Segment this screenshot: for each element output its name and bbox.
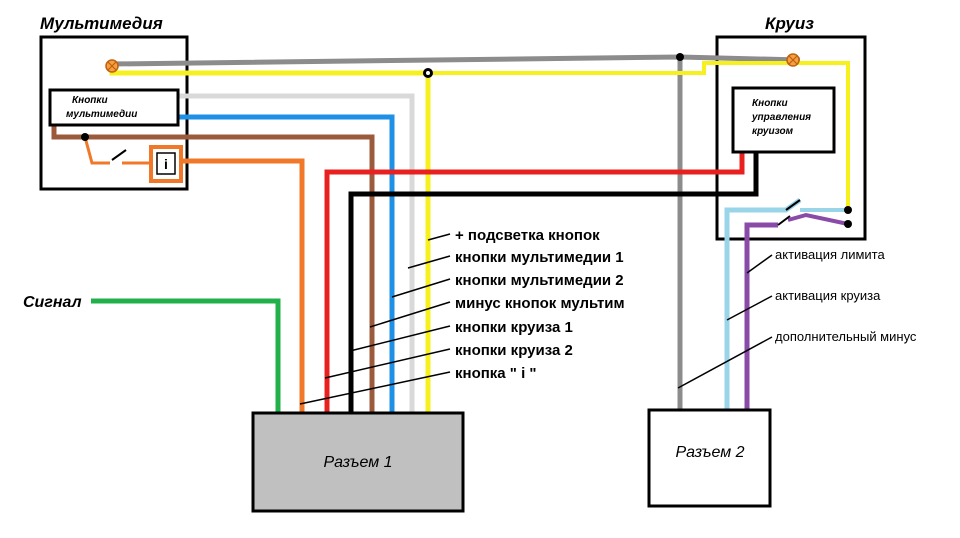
connector-2 xyxy=(647,408,772,508)
cruise-wire-label: дополнительный минус xyxy=(775,329,917,344)
multimedia-title: Мультимедия xyxy=(40,14,163,33)
cruise-switch-1 xyxy=(785,199,801,211)
wire-label: кнопки мультимедии 2 xyxy=(455,272,624,289)
leader-line xyxy=(299,371,451,405)
green-wire xyxy=(91,298,281,413)
signal-label: Сигнал xyxy=(23,294,82,311)
brown-wire xyxy=(51,124,375,413)
cruise-lamp-icon xyxy=(786,53,800,67)
yellow-wire-cruise xyxy=(428,61,850,208)
orange-wire xyxy=(178,158,305,413)
connector-1 xyxy=(251,411,465,513)
leader-line xyxy=(391,278,451,298)
wire-label: кнопки мультимедии 1 xyxy=(455,249,624,266)
wire-label: минус кнопок мультим xyxy=(455,295,625,312)
multimedia-buttons-box xyxy=(48,88,180,127)
leader-line xyxy=(407,255,451,269)
cruise-junction-1 xyxy=(844,206,852,214)
wire-label: кнопки круиза 2 xyxy=(455,342,573,359)
leader-line xyxy=(677,336,773,389)
info-button-label: i xyxy=(164,156,168,172)
leader-line xyxy=(726,295,773,321)
wire-label: + подсветка кнопок xyxy=(455,227,600,244)
leader-line xyxy=(324,348,451,379)
mm-junction-dot xyxy=(81,133,89,141)
cruise-buttons-label-3: круизом xyxy=(752,126,794,137)
leader-line xyxy=(349,325,451,352)
wire-label: кнопка " i " xyxy=(455,365,537,382)
leader-line xyxy=(369,301,451,328)
leader-line xyxy=(427,233,451,241)
purple-wire-end xyxy=(787,212,849,226)
mm-buttons-label-2: мультимедии xyxy=(66,109,137,120)
cruise-switch-2 xyxy=(777,215,791,226)
black-wire xyxy=(348,152,759,413)
cruise-buttons-label-2: управления xyxy=(751,112,811,123)
blue-wire xyxy=(178,114,395,413)
red-wire xyxy=(324,152,745,413)
cruise-wire-label: активация лимита xyxy=(775,247,885,262)
cruise-buttons-box xyxy=(731,86,836,154)
wire-label: кнопки круиза 1 xyxy=(455,319,573,336)
connector-2-label: Разъем 2 xyxy=(675,444,744,461)
gray-junction-dot xyxy=(676,53,684,61)
info-button-inner xyxy=(156,152,176,175)
purple-wire xyxy=(744,222,778,410)
mm-lamp-icon xyxy=(105,59,119,73)
mm-switch-left xyxy=(83,136,110,165)
gray-top-wire xyxy=(111,54,801,67)
mm-buttons-label-1: Кнопки xyxy=(72,95,108,106)
cruise-title: Круиз xyxy=(765,14,814,33)
connector-1-label: Разъем 1 xyxy=(323,454,392,471)
mm-switch-lever xyxy=(111,149,127,161)
leader-line xyxy=(746,254,773,274)
cruise-wire-label: активация круиза xyxy=(775,288,881,303)
cruise-buttons-label-1: Кнопки xyxy=(752,98,788,109)
lightgray-wire xyxy=(178,93,415,413)
cruise-junction-2 xyxy=(844,220,852,228)
